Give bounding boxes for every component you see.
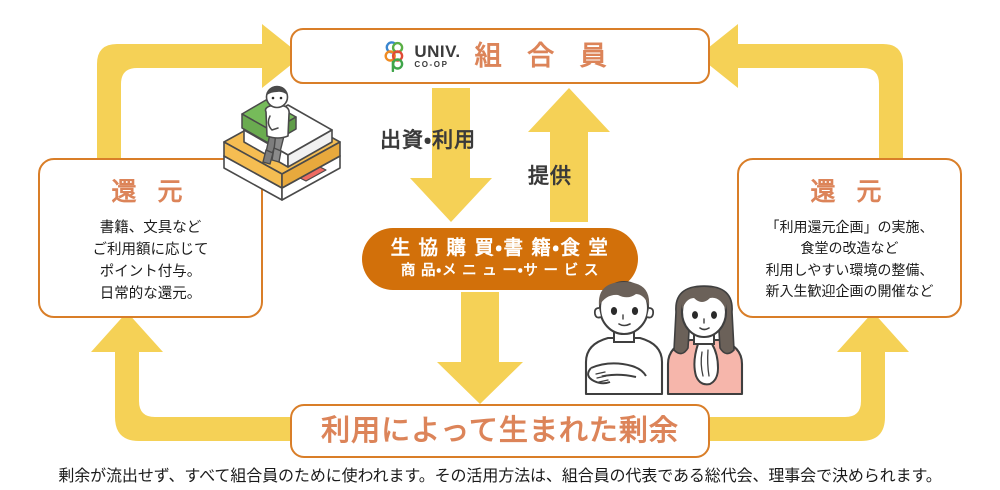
left-reward-box: 還 元 書籍、文具など ご利用額に応じて ポイント付与。 日常的な還元。 [38,158,263,318]
arrow-label-invest: 出資・利用 [380,129,477,152]
arrow-right-loop [698,24,903,170]
arrow-left-loop [97,24,302,170]
left-reward-title: 還 元 [111,178,190,206]
service-pill-line2: 商 品・メ ニ ュ ー・サ ー ビ ス [400,262,600,279]
arrow-service-to-surplus [437,292,523,404]
diagram-caption: 剰余が流出せず、すべて組合員のために使われます。その活用方法は、組合員の代表であ… [58,468,942,485]
arrow-provide-up [528,88,610,222]
service-pill-line1: 生 協 購 買・書 籍・食 堂 [390,237,610,260]
member-box-title: 組 合 員 [474,40,616,71]
arrow-bottom-right-loop [710,312,909,441]
univ-coop-logo-text: UNIV. CO-OP [414,43,460,69]
right-reward-body: 「利用還元企画」の実施、 食堂の改造など 利用しやすい環境の整備、 新入生歓迎企… [765,219,934,299]
arrow-invest-down [410,88,492,222]
right-reward-title: 還 元 [810,178,889,206]
left-reward-body: 書籍、文具など ご利用額に応じて ポイント付与。 日常的な還元。 [92,220,209,303]
service-pill: 生 協 購 買・書 籍・食 堂 商 品・メ ニ ュ ー・サ ー ビ ス [362,228,638,290]
arrow-label-provide: 提供 [528,165,572,188]
member-box: UNIV. CO-OP 組 合 員 [290,28,710,84]
arrow-bottom-left-loop [91,312,290,441]
surplus-box: 利用によって生まれた剰余 [290,404,710,458]
logo-univ-label: UNIV. [414,42,461,61]
right-reward-box: 還 元 「利用還元企画」の実施、 食堂の改造など 利用しやすい環境の整備、 新入… [737,158,962,318]
logo-coop-label: CO-OP [414,60,449,69]
surplus-box-title: 利用によって生まれた剰余 [321,414,679,447]
univ-coop-logo: UNIV. CO-OP [384,40,460,72]
univ-coop-logo-mark [384,41,404,72]
